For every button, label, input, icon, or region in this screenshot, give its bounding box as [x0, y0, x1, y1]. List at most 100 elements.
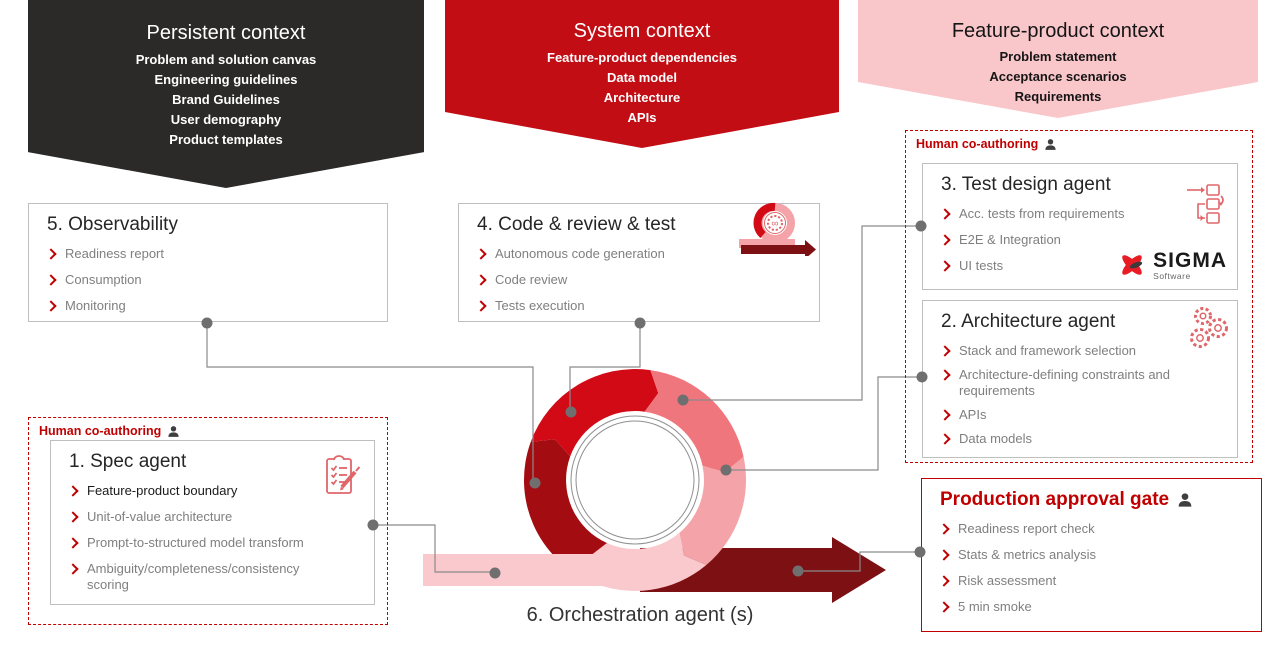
- list-item: Readiness report check: [938, 521, 1247, 537]
- list-item: Feature-product boundary: [67, 483, 360, 499]
- test-design-agent-title: 3. Test design agent: [941, 174, 1111, 195]
- banner-item: Engineering guidelines: [154, 72, 298, 87]
- human-co-authoring-group-left: Human co-authoring: [28, 417, 388, 625]
- banner-item: Problem statement: [999, 49, 1117, 64]
- production-approval-gate-title: Production approval gate: [940, 489, 1247, 511]
- clipboard-checklist-icon: [326, 455, 361, 494]
- connector-dot: [529, 477, 541, 489]
- banner-item: User demography: [170, 112, 282, 127]
- chevron-right-icon: [938, 549, 950, 561]
- connector-gate: [798, 551, 920, 572]
- chevron-right-icon: [938, 523, 950, 535]
- sigma-star-icon: [1122, 255, 1143, 275]
- code-review-test-title: 4. Code & review & test: [477, 214, 676, 235]
- architecture-agent-box: 2. Architecture agent Stack and framewor…: [922, 300, 1238, 458]
- spec-agent-title: 1. Spec agent: [69, 451, 187, 472]
- chevron-right-icon: [45, 274, 57, 286]
- connector-dot: [367, 519, 379, 531]
- banner-item: Problem and solution canvas: [135, 52, 317, 67]
- chevron-right-icon: [475, 274, 487, 286]
- spec-agent-box: 1. Spec agent Feature-product boundary U…: [50, 440, 375, 605]
- banner-title: Feature-product context: [951, 20, 1165, 42]
- list-item: Stack and framework selection: [939, 343, 1223, 359]
- hub-ring-inner: [575, 420, 695, 540]
- list-item: Monitoring: [45, 298, 373, 314]
- human-co-authoring-label: Human co-authoring: [39, 424, 180, 438]
- observability-title: 5. Observability: [47, 214, 178, 235]
- connector-dot: [489, 567, 501, 579]
- list-item: 5 min smoke: [938, 599, 1247, 615]
- list-item: Acc. tests from requirements: [939, 206, 1223, 222]
- gate-title-text: Production approval gate: [940, 489, 1170, 510]
- chevron-right-icon: [939, 369, 951, 381]
- chevron-right-icon: [45, 248, 57, 260]
- list-item: Risk assessment: [938, 573, 1247, 589]
- chevron-right-icon: [939, 433, 951, 445]
- chevron-right-icon: [939, 208, 951, 220]
- incoming-band: [423, 554, 655, 586]
- banner-item: Data model: [606, 70, 678, 85]
- connector-dot: [565, 406, 577, 418]
- person-icon: [168, 425, 179, 437]
- flowchart-icon: [1187, 184, 1224, 224]
- chevron-right-icon: [475, 248, 487, 260]
- list-item: Unit-of-value architecture: [67, 509, 360, 525]
- human-co-authoring-group-right: Human co-authoring: [905, 130, 1253, 463]
- banner-item: Architecture: [603, 90, 681, 105]
- hub-ring-outer: [570, 415, 700, 545]
- list-item: APIs: [939, 407, 1223, 423]
- connector-dot: [914, 546, 926, 558]
- sigma-logo-text: SIGMA: [1153, 248, 1227, 272]
- list-item: Code review: [475, 272, 805, 288]
- chevron-right-icon: [938, 601, 950, 613]
- connector-dot: [916, 371, 928, 383]
- architecture-agent-title: 2. Architecture agent: [941, 311, 1116, 332]
- production-approval-gate-box: Production approval gate Readiness repor…: [921, 478, 1262, 632]
- banner-item: Acceptance scenarios: [989, 69, 1127, 84]
- chevron-right-icon: [938, 575, 950, 587]
- connector-observability: [206, 323, 534, 483]
- banner-title: Persistent context: [146, 22, 306, 44]
- banner-persistent-context: Persistent context Problem and solution …: [28, 0, 424, 188]
- orchestration-agent-label: 6. Orchestration agent (s): [526, 604, 754, 626]
- observability-box: 5. Observability Readiness report Consum…: [28, 203, 388, 322]
- chevron-right-icon: [67, 563, 79, 575]
- connector-dot: [634, 317, 646, 329]
- list-item: E2E & Integration: [939, 232, 1223, 248]
- list-item: Consumption: [45, 272, 373, 288]
- chevron-right-icon: [939, 260, 951, 272]
- list-item: Ambiguity/completeness/consistency scori…: [67, 561, 360, 593]
- banner-title: System context: [573, 20, 711, 42]
- connector-dot: [720, 464, 732, 476]
- connector-dot: [915, 220, 927, 232]
- human-co-authoring-label: Human co-authoring: [916, 137, 1057, 151]
- chevron-right-icon: [939, 234, 951, 246]
- connector-dot: [792, 565, 804, 577]
- chevron-right-icon: [67, 485, 79, 497]
- person-icon: [1178, 493, 1192, 507]
- chevron-right-icon: [939, 345, 951, 357]
- gears-icon: [1190, 307, 1228, 348]
- banner-item: Feature-product dependencies: [547, 50, 737, 65]
- svg-text:∞: ∞: [771, 219, 778, 230]
- human-co-authoring-text: Human co-authoring: [916, 137, 1039, 151]
- chevron-right-icon: [939, 409, 951, 421]
- person-icon: [1045, 138, 1056, 150]
- list-item: Stats & metrics analysis: [938, 547, 1247, 563]
- chevron-right-icon: [67, 537, 79, 549]
- list-item: Architecture-defining constraints and re…: [939, 367, 1223, 399]
- banner-item: APIs: [627, 110, 657, 125]
- human-co-authoring-text: Human co-authoring: [39, 424, 162, 438]
- sigma-logo-subtext: Software: [1153, 270, 1191, 281]
- connector-dot: [201, 317, 213, 329]
- banner-feature-product-context: Feature-product context Problem statemen…: [858, 0, 1258, 118]
- banner-item: Requirements: [1014, 89, 1102, 104]
- sprint-loop-icon: ∞: [739, 202, 816, 256]
- list-item: Readiness report: [45, 246, 373, 262]
- code-review-test-box: 4. Code & review & test Autonomous code …: [458, 202, 820, 322]
- banner-item: Brand Guidelines: [172, 92, 280, 107]
- sigma-software-logo: SIGMA Software: [1117, 249, 1227, 281]
- list-item: UI tests: [939, 258, 1223, 274]
- test-design-agent-box: 3. Test design agent Acc. tests from req…: [922, 163, 1238, 290]
